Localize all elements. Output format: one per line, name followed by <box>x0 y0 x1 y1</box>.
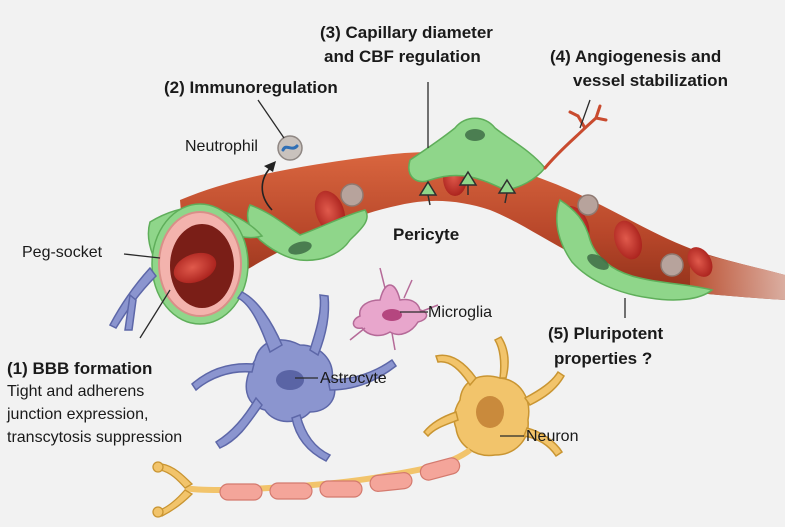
neutrophil-label: Neutrophil <box>185 138 258 155</box>
myelin-sheath <box>219 457 461 501</box>
astrocyte-label: Astrocyte <box>320 370 387 387</box>
vessel-cross-section <box>151 203 249 325</box>
capillary-label-line1: (3) Capillary diameter <box>320 23 493 42</box>
pericyte-label: Pericyte <box>393 225 460 244</box>
capillary-label-line2: and CBF regulation <box>324 47 481 66</box>
axon-terminal <box>152 461 194 518</box>
pluripotent-label-line2: properties ? <box>554 349 653 368</box>
microglia-label: Microglia <box>428 304 493 321</box>
leader-lines <box>123 82 626 437</box>
bbb-formation-line3: transcytosis suppression <box>7 429 183 446</box>
pericyte-nuclei <box>288 129 609 270</box>
blood-vessel <box>180 152 785 300</box>
microglia-cell <box>349 267 439 351</box>
angiogenesis-sprout <box>543 104 608 170</box>
microglia-nucleus <box>382 309 402 321</box>
contraction-arrows <box>418 170 517 206</box>
leukocyte <box>340 183 364 207</box>
pluripotent-label-line1: (5) Pluripotent <box>548 324 664 343</box>
neuron-label: Neuron <box>526 428 579 445</box>
astrocyte-nucleus <box>276 370 304 390</box>
axon <box>152 447 472 518</box>
neuron-nucleus <box>476 396 504 428</box>
bbb-formation-line1: Tight and adherens <box>7 383 145 400</box>
immunoregulation-label: (2) Immunoregulation <box>164 78 338 97</box>
peg-socket-label: Peg-socket <box>22 244 103 261</box>
red-blood-cell <box>613 220 643 260</box>
leukocyte <box>660 253 684 277</box>
red-blood-cell <box>687 247 713 277</box>
leukocyte <box>577 194 599 216</box>
angiogenesis-label-line1: (4) Angiogenesis and <box>550 47 722 66</box>
neutrophil-cell <box>277 135 303 161</box>
migration-arrow <box>261 161 276 211</box>
bbb-formation-line2: junction expression, <box>7 406 149 423</box>
angiogenesis-label-line2: vessel stabilization <box>573 71 728 90</box>
bbb-formation-title: (1) BBB formation <box>7 359 153 378</box>
